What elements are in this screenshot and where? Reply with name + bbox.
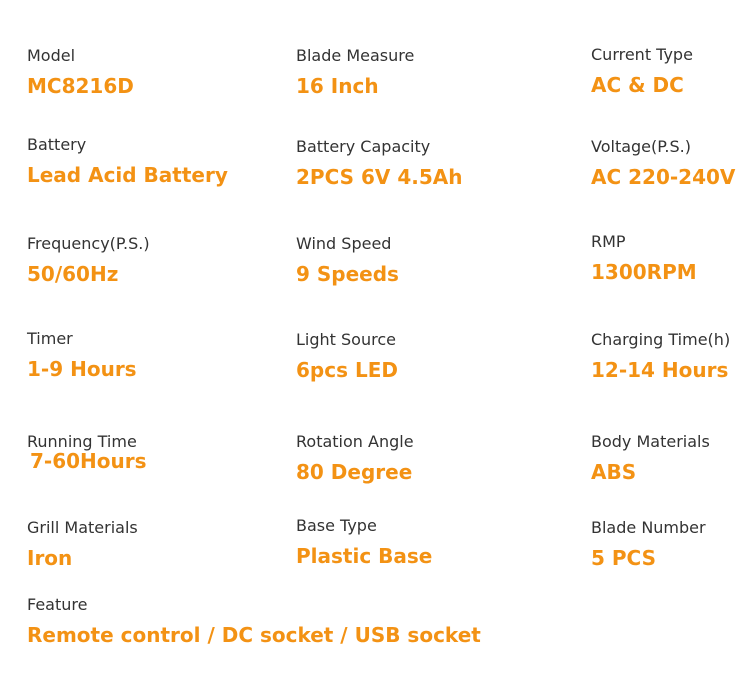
spec-value: 2PCS 6V 4.5Ah <box>296 165 463 189</box>
spec-label: Voltage(P.S.) <box>591 137 691 156</box>
spec-grill-materials: Grill Materials Iron <box>27 518 138 571</box>
spec-frequency: Frequency(P.S.) 50/60Hz <box>27 234 150 287</box>
spec-battery: Battery Lead Acid Battery <box>27 135 228 188</box>
spec-label: Frequency(P.S.) <box>27 234 150 253</box>
spec-label: Timer <box>27 329 73 348</box>
spec-label: Base Type <box>296 516 377 535</box>
spec-value: MC8216D <box>27 74 134 98</box>
spec-value: 1300RPM <box>591 260 697 284</box>
spec-label: Wind Speed <box>296 234 392 253</box>
spec-timer: Timer 1-9 Hours <box>27 329 137 382</box>
spec-blade-measure: Blade Measure 16 Inch <box>296 46 414 99</box>
spec-value: Remote control / DC socket / USB socket <box>27 623 481 647</box>
spec-base-type: Base Type Plastic Base <box>296 516 432 569</box>
spec-label: Charging Time(h) <box>591 330 731 349</box>
spec-rotation-angle: Rotation Angle 80 Degree <box>296 432 414 485</box>
spec-value: 9 Speeds <box>296 262 399 286</box>
spec-value: ABS <box>591 460 637 484</box>
spec-model: Model MC8216D <box>27 46 134 99</box>
spec-blade-number: Blade Number 5 PCS <box>591 518 706 571</box>
spec-value: Iron <box>27 546 73 570</box>
spec-body-materials: Body Materials ABS <box>591 432 710 485</box>
spec-label: Blade Measure <box>296 46 415 65</box>
spec-value: AC & DC <box>591 73 684 97</box>
spec-label: Blade Number <box>591 518 706 537</box>
spec-label: Rotation Angle <box>296 432 414 451</box>
spec-voltage: Voltage(P.S.) AC 220-240V <box>591 137 735 190</box>
spec-label: Model <box>27 46 76 65</box>
spec-running-time: Running Time 7-60Hours <box>27 432 147 474</box>
spec-feature: Feature Remote control / DC socket / USB… <box>27 595 481 648</box>
spec-value: 7-60Hours <box>30 449 147 473</box>
spec-rmp: RMP 1300RPM <box>591 232 697 285</box>
spec-label: Body Materials <box>591 432 710 451</box>
spec-current-type: Current Type AC & DC <box>591 45 693 98</box>
spec-value: 50/60Hz <box>27 262 119 286</box>
spec-label: Running Time <box>27 432 137 451</box>
spec-value: 5 PCS <box>591 546 656 570</box>
spec-value: 16 Inch <box>296 74 379 98</box>
spec-label: Grill Materials <box>27 518 138 537</box>
spec-value: AC 220-240V <box>591 165 736 189</box>
spec-value: 80 Degree <box>296 460 413 484</box>
spec-label: Battery <box>27 135 87 154</box>
spec-value: 1-9 Hours <box>27 357 137 381</box>
spec-label: Feature <box>27 595 88 614</box>
spec-wind-speed: Wind Speed 9 Speeds <box>296 234 399 287</box>
spec-charging-time: Charging Time(h) 12-14 Hours <box>591 330 730 383</box>
spec-value: Plastic Base <box>296 544 433 568</box>
spec-label: Battery Capacity <box>296 137 431 156</box>
spec-battery-capacity: Battery Capacity 2PCS 6V 4.5Ah <box>296 137 463 190</box>
spec-light-source: Light Source 6pcs LED <box>296 330 398 383</box>
spec-value: 6pcs LED <box>296 358 398 382</box>
spec-label: Light Source <box>296 330 396 349</box>
spec-value: Lead Acid Battery <box>27 163 228 187</box>
spec-label: Current Type <box>591 45 693 64</box>
spec-label: RMP <box>591 232 626 251</box>
spec-value: 12-14 Hours <box>591 358 729 382</box>
